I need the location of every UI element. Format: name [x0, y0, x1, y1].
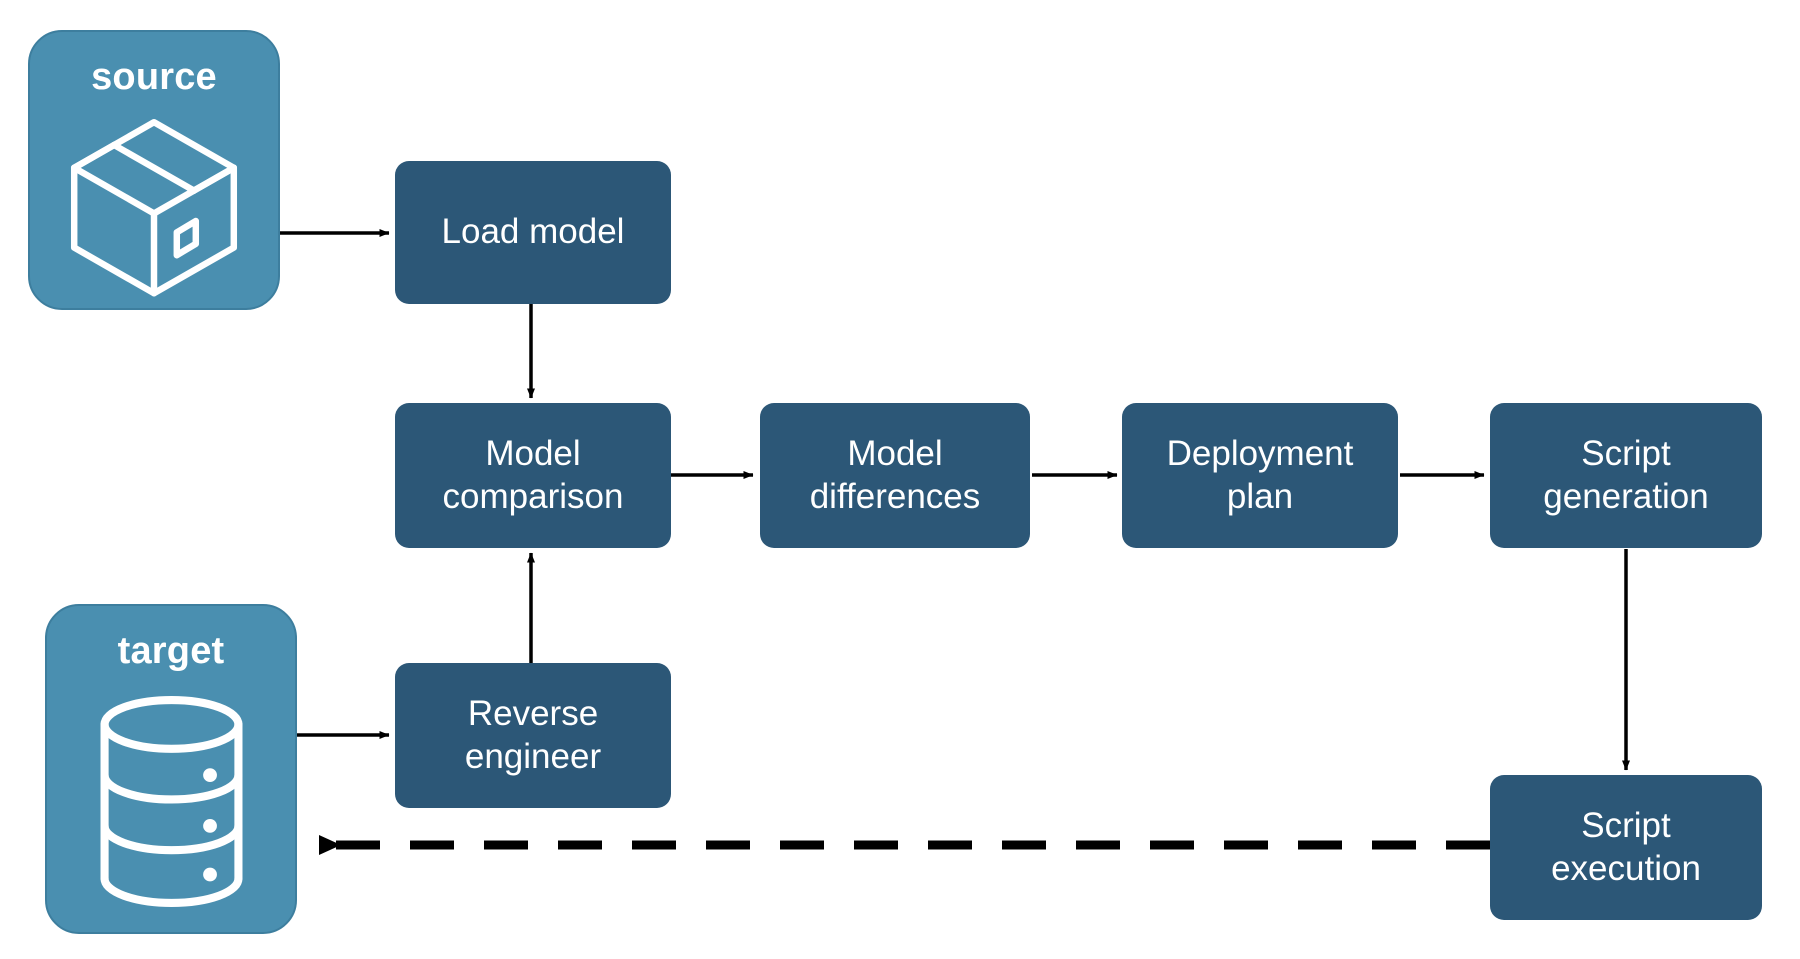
- node-script-generation-line1: Script: [1581, 433, 1671, 473]
- node-model-comparison[interactable]: Model comparison: [395, 403, 671, 548]
- node-script-generation[interactable]: Script generation: [1490, 403, 1762, 548]
- database-cylinder-icon: [47, 670, 295, 932]
- node-model-differences-line1: Model: [847, 433, 943, 473]
- node-model-comparison-label: Model comparison: [443, 433, 624, 518]
- node-load-model-label: Load model: [441, 212, 625, 252]
- node-deployment-plan-label: Deployment plan: [1167, 433, 1354, 518]
- node-script-execution[interactable]: Script execution: [1490, 775, 1762, 920]
- node-script-execution-line2: execution: [1551, 848, 1701, 888]
- node-script-execution-label: Script execution: [1551, 805, 1701, 890]
- node-reverse-engineer-line2: engineer: [464, 736, 602, 776]
- node-deployment-plan-line2: plan: [1226, 476, 1294, 516]
- node-target[interactable]: target: [45, 604, 297, 934]
- node-model-comparison-line2: comparison: [442, 476, 624, 516]
- node-reverse-engineer[interactable]: Reverse engineer: [395, 663, 671, 808]
- node-model-differences[interactable]: Model differences: [760, 403, 1030, 548]
- node-script-generation-label: Script generation: [1543, 433, 1708, 518]
- node-source-label: source: [91, 56, 217, 98]
- node-target-label: target: [117, 630, 225, 672]
- node-deployment-plan-line1: Deployment: [1166, 433, 1354, 473]
- node-model-differences-label: Model differences: [810, 433, 981, 518]
- node-source[interactable]: source: [28, 30, 280, 310]
- node-deployment-plan[interactable]: Deployment plan: [1122, 403, 1398, 548]
- node-model-comparison-line1: Model: [485, 433, 581, 473]
- node-script-execution-line1: Script: [1581, 805, 1671, 845]
- node-script-generation-line2: generation: [1543, 476, 1709, 516]
- package-box-icon: [30, 96, 278, 308]
- node-reverse-engineer-label: Reverse engineer: [465, 693, 601, 778]
- node-load-model[interactable]: Load model: [395, 161, 671, 304]
- node-reverse-engineer-line1: Reverse: [467, 693, 599, 733]
- node-model-differences-line2: differences: [809, 476, 981, 516]
